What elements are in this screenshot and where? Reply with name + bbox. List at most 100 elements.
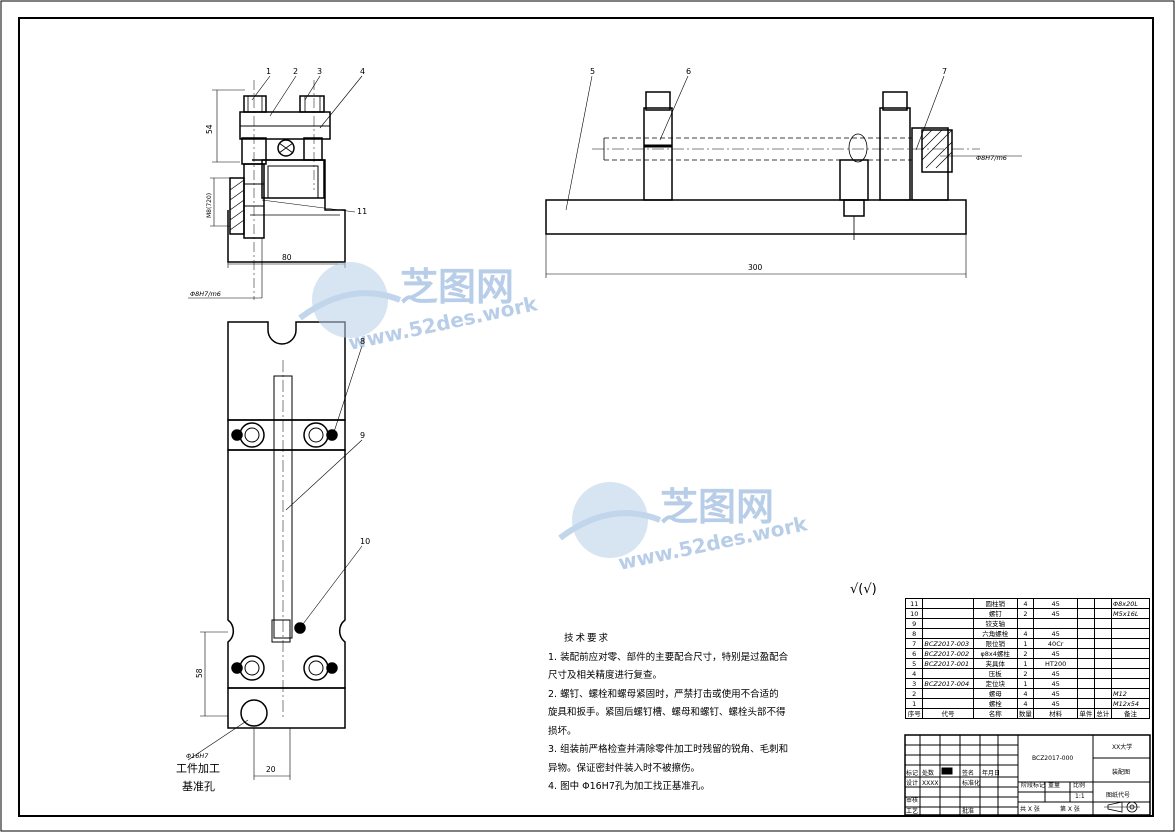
bom-total (1093, 618, 1113, 629)
dim-58: 58 (195, 668, 204, 678)
dim-pin-fit-right: Φ8H7/m6 (976, 154, 1007, 162)
bom-name: φ8x4螺柱 (972, 648, 1018, 659)
bom-total (1093, 698, 1113, 709)
bom-total (1093, 688, 1113, 699)
bom-total (1093, 668, 1113, 679)
tb-sheet-no: 第 X 张 (1060, 805, 1080, 813)
bom-code (922, 608, 974, 619)
dim-hole-fit: Φ16H7 (186, 752, 209, 760)
tb-stage-label: 阶段标记 (1021, 781, 1045, 789)
part-label-6: 6 (686, 67, 691, 76)
bom-total (1093, 648, 1113, 659)
bom-qty: 2 (1016, 608, 1035, 619)
bom-code: BCZ2017-002 (922, 648, 974, 659)
watermark-brand-1: 芝图网 (400, 265, 514, 309)
bom-no: 4 (904, 668, 924, 679)
bom-name: 螺栓 (972, 698, 1018, 709)
bom-total (1093, 638, 1113, 649)
tech-req-line: 3. 组装前严格检查并清除零件加工时残留的锐角、毛刺和 (548, 744, 789, 755)
bom-qty: 4 (1016, 598, 1035, 609)
part-label-2: 2 (293, 67, 298, 76)
bom-header-total: 总计 (1093, 708, 1113, 719)
bom-remark (1111, 648, 1150, 659)
side-view (188, 75, 363, 300)
bom-remark (1111, 678, 1150, 689)
tech-req-line: 尺寸及相关精度进行复查。 (548, 670, 663, 681)
bom-header-name: 名称 (972, 708, 1018, 719)
bom-remark: M5x16L (1111, 608, 1150, 619)
tb-drawing-no: BCZ2017-000 (1032, 755, 1073, 762)
bom-remark: Φ8x20L (1111, 598, 1150, 609)
tb-scale: 1:1 (1075, 793, 1085, 800)
bom-name: 压板 (972, 668, 1018, 679)
technical-requirements: 技术要求 1. 装配前应对零、部件的主要配合尺寸，特别是过盈配合 尺寸及相关精度… (548, 630, 818, 797)
tb-scale-label: 比例 (1073, 781, 1085, 789)
tb-date: 年月日 (982, 769, 1000, 777)
bom-material: 45 (1033, 688, 1079, 699)
bom-single (1077, 598, 1095, 609)
bom-name: 夹具体 (972, 658, 1018, 669)
tech-req-line: 1. 装配前应对零、部件的主要配合尺寸，特别是过盈配合 (548, 651, 789, 663)
tb-school: XX大学 (1112, 743, 1132, 751)
tech-req-line: 2. 螺钉、螺栓和螺母紧固时，严禁打击或使用不合适的 (548, 688, 779, 700)
bom-material: 45 (1033, 668, 1079, 679)
bom-name: 定位块 (972, 678, 1018, 689)
tb-drawing-name: 装配图 (1112, 768, 1130, 776)
bom-material (1033, 618, 1079, 629)
bom-no: 7 (904, 638, 924, 649)
tb-standard-label: 标准化 (962, 779, 980, 787)
bom-remark (1111, 618, 1150, 629)
part-label-3: 3 (317, 67, 322, 76)
bom-no: 3 (904, 678, 924, 689)
bom-name: 螺钉 (972, 608, 1018, 619)
bom-single (1077, 668, 1095, 679)
surface-roughness-symbol: √(√) (850, 582, 877, 597)
bom-single (1077, 688, 1095, 699)
tb-marker: 标记 (906, 769, 918, 777)
tb-sheet-total: 共 X 张 (1020, 805, 1040, 813)
tb-approve-label: 批准 (962, 807, 974, 815)
bom-single (1077, 618, 1095, 629)
dim-80: 80 (282, 253, 292, 262)
bom-total (1093, 598, 1113, 609)
tb-designer-label: 设计 (906, 779, 918, 787)
bom-name: 圆柱销 (972, 598, 1018, 609)
bom-single (1077, 678, 1095, 689)
tb-designer: XXXX (922, 780, 938, 787)
dim-300: 300 (748, 263, 763, 272)
tech-req-line: 异物。保证密封件装入时不被擦伤。 (548, 762, 701, 774)
bom-no: 1 (904, 698, 924, 709)
tb-code-label: 图纸代号 (1106, 791, 1130, 799)
bom-remark (1111, 668, 1150, 679)
bom-qty: 1 (1016, 638, 1035, 649)
bom-code: BCZ2017-004 (922, 678, 974, 689)
bom-qty: 4 (1016, 698, 1035, 709)
part-label-4: 4 (360, 67, 365, 76)
bom-code: BCZ2017-001 (922, 658, 974, 669)
bom-material: 45 (1033, 648, 1079, 659)
bom-qty (1016, 618, 1035, 629)
bom-material: 45 (1033, 678, 1079, 689)
part-label-10: 10 (360, 537, 370, 546)
bom-single (1077, 638, 1095, 649)
bom-code (922, 618, 974, 629)
bom-qty: 2 (1016, 648, 1035, 659)
top-view (187, 321, 363, 780)
bom-qty: 1 (1016, 678, 1035, 689)
front-view (545, 75, 1022, 278)
dim-20: 20 (266, 765, 276, 774)
bom-single (1077, 658, 1095, 669)
tech-req-title: 技术要求 (564, 633, 611, 644)
dimension-texts: 54 M8(720) 80 Φ8H7/m6 Φ8H7/m6 300 58 20 … (186, 124, 1007, 774)
bom-single (1077, 698, 1095, 709)
bom-remark: M12x54 (1111, 698, 1150, 709)
title-block (904, 734, 1151, 816)
